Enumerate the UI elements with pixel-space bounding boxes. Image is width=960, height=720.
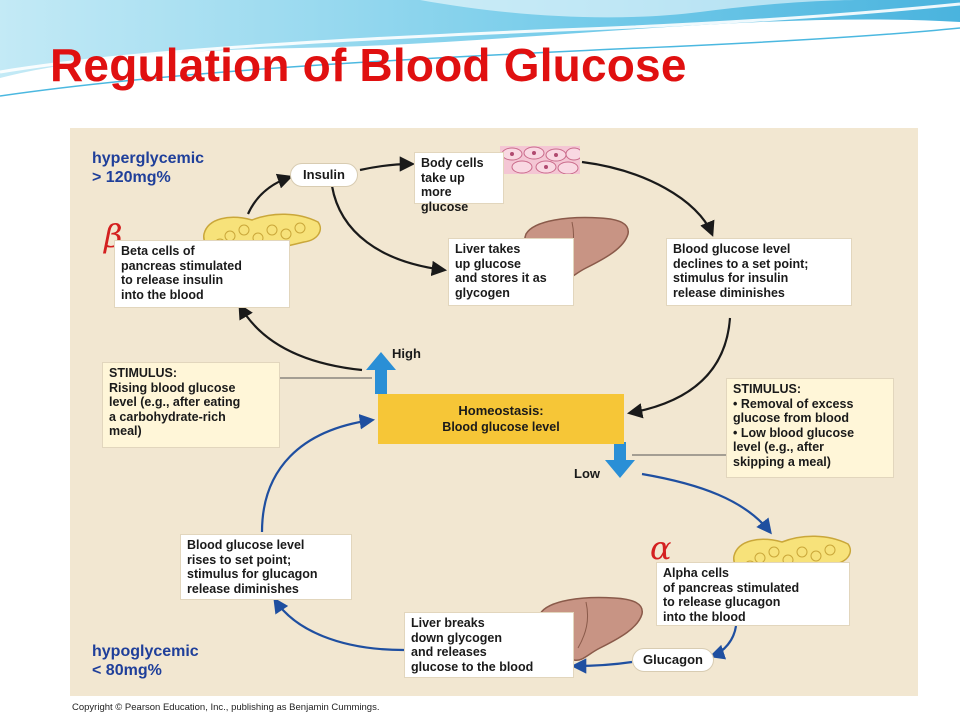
hypoglycemic-label: hypoglycemic < 80mg%	[92, 643, 199, 679]
alpha-symbol: α	[650, 529, 672, 567]
beta-cells-box: Beta cells of pancreas stimulated to rel…	[114, 240, 290, 308]
body-cells-box: Body cells take up more glucose	[414, 152, 504, 214]
alpha-cells-box: Alpha cells of pancreas stimulated to re…	[656, 562, 850, 626]
arrow-high-to-beta	[238, 303, 363, 372]
arrow-decline-to-homeostasis	[626, 317, 732, 419]
arrow-beta-to-insulin	[246, 173, 293, 215]
arrow-low-to-alpha	[641, 472, 772, 535]
arrow-insulin-to-liver	[330, 185, 448, 277]
glucagon-label: Glucagon	[632, 648, 714, 672]
glucose-rises-box: Blood glucose level rises to set point; …	[180, 534, 352, 600]
copyright-footer: Copyright © Pearson Education, Inc., pub…	[72, 702, 380, 713]
stimulus-low-box: STIMULUS: • Removal of excess glucose fr…	[726, 378, 894, 478]
arrow-glucagon-to-liver	[570, 658, 633, 674]
body-cells-icon	[500, 146, 580, 174]
liver-takes-up-box: Liver takes up glucose and stores it as …	[448, 238, 574, 306]
arrow-bodycells-to-decline	[581, 160, 715, 237]
liver-breaks-box: Liver breaks down glycogen and releases …	[404, 612, 574, 678]
hyperglycemic-label: hyperglycemic > 120mg%	[92, 150, 205, 186]
stimulus-high-box: STIMULUS: Rising blood glucose level (e.…	[102, 362, 280, 448]
arrow-insulin-to-bodycells	[359, 156, 416, 172]
insulin-label: Insulin	[290, 163, 358, 187]
header-swoosh	[0, 0, 960, 97]
homeostasis-box: Homeostasis: Blood glucose level	[378, 394, 624, 444]
glucose-declines-box: Blood glucose level declines to a set po…	[666, 238, 852, 306]
homeostasis-subtitle: Blood glucose level	[442, 420, 560, 434]
slide-title: Regulation of Blood Glucose	[50, 39, 687, 91]
homeostasis-heading: Homeostasis:	[458, 403, 544, 418]
level-high-label: High	[392, 346, 421, 361]
high-arrow-icon	[366, 352, 396, 394]
arrow-rises-to-homeostasis	[260, 414, 376, 533]
arrow-liver-to-rises	[273, 597, 405, 652]
low-arrow-icon	[605, 442, 635, 478]
arrow-alpha-to-glucagon	[709, 625, 738, 660]
level-low-label: Low	[574, 466, 600, 481]
